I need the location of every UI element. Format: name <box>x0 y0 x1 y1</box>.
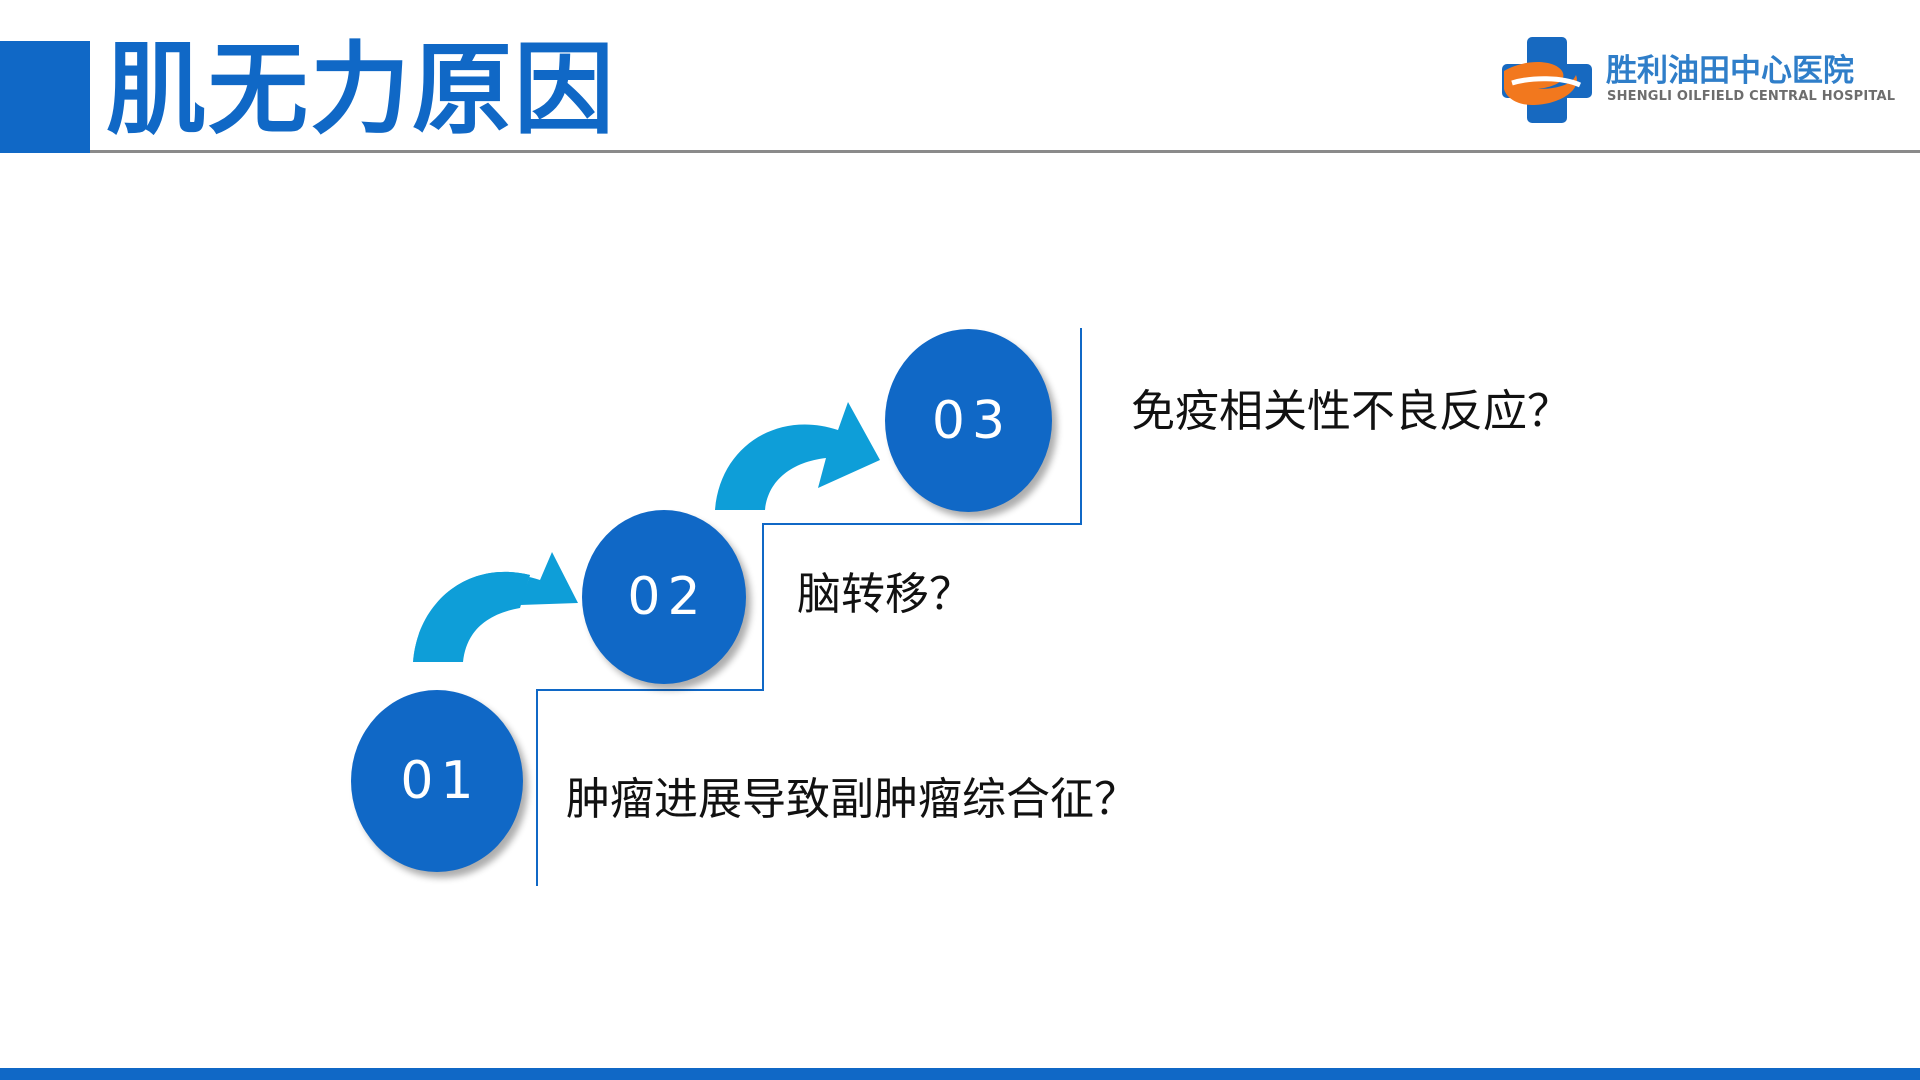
title-accent-block <box>0 41 90 153</box>
footer-bar <box>0 1068 1920 1080</box>
hospital-logo: 胜利油田中心医院 SHENGLI OILFIELD CENTRAL HOSPIT… <box>1502 33 1895 127</box>
step-number: 02 <box>627 567 708 627</box>
hospital-english-name: SHENGLI OILFIELD CENTRAL HOSPITAL <box>1607 89 1896 104</box>
curved-arrow-icon <box>413 571 530 662</box>
step-circle-02: 02 <box>582 510 746 684</box>
curved-arrow-icon <box>715 402 880 510</box>
page-title: 肌无力原因 <box>106 31 616 148</box>
hospital-name: 胜利油田中心医院 <box>1606 53 1854 89</box>
step-circle-03: 03 <box>885 329 1052 512</box>
staircase-line <box>536 328 1082 886</box>
header-divider <box>90 150 1920 153</box>
curved-arrow-icon <box>413 552 578 662</box>
step-label-03: 免疫相关性不良反应？ <box>1131 386 1571 437</box>
hospital-cross-logo-icon <box>1502 37 1592 123</box>
step-label-01: 肿瘤进展导致副肿瘤综合征？ <box>566 774 1138 825</box>
step-number: 01 <box>400 751 481 811</box>
step-label-02: 脑转移？ <box>797 569 973 620</box>
step-number: 03 <box>931 390 1013 451</box>
step-circle-01: 01 <box>351 690 523 872</box>
